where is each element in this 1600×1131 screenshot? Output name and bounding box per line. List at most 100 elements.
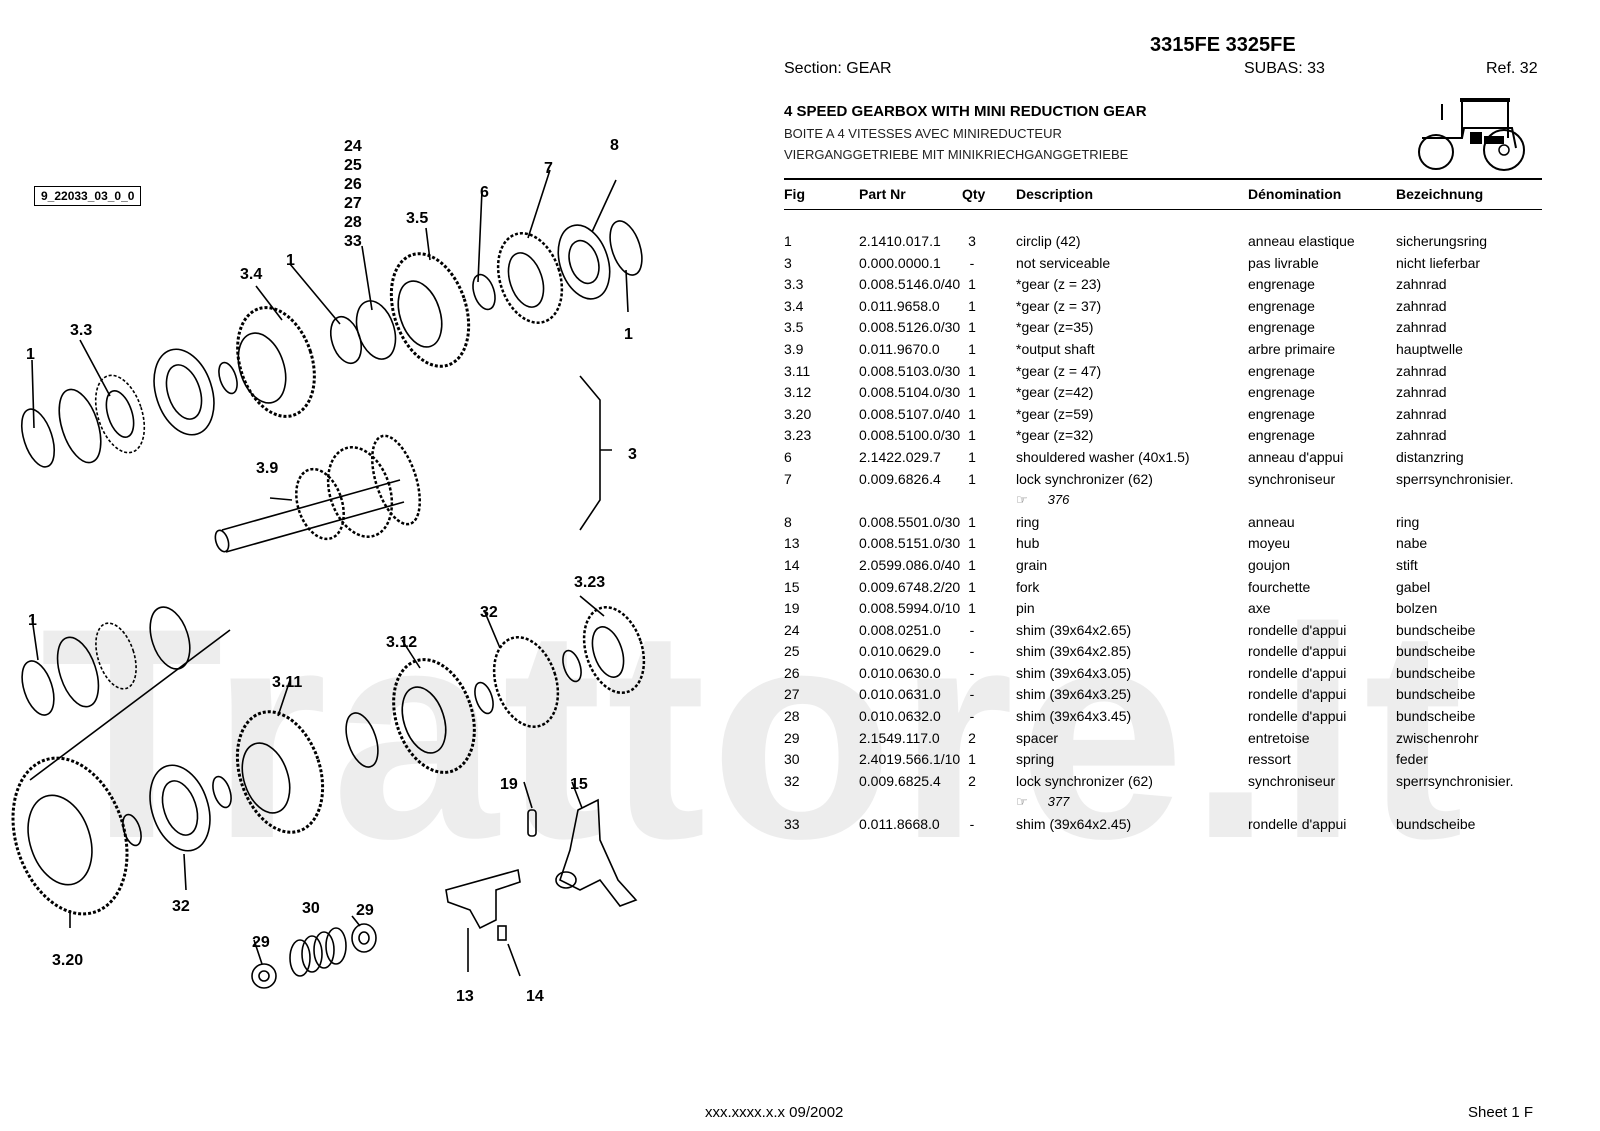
callout-15: 15 (570, 776, 588, 793)
cell-denomination: ressort (1248, 751, 1291, 768)
table-row-note: ☞ 377 (0, 794, 1600, 816)
cell-bezeichnung: zahnrad (1396, 362, 1447, 379)
callout-29-right: 29 (356, 902, 374, 919)
callout-19: 19 (500, 776, 518, 793)
cell-bezeichnung: zahnrad (1396, 427, 1447, 444)
cell-denomination: synchroniseur (1248, 470, 1336, 487)
cell-bezeichnung: distanzring (1396, 448, 1464, 465)
col-header-denomination: Dénomination (1248, 186, 1342, 202)
cell-bezeichnung: zahnrad (1396, 384, 1447, 401)
cell-bezeichnung: bundscheibe (1396, 643, 1476, 660)
cell-fig: 3 (784, 254, 792, 271)
cell-part-number: 0.008.5104.0/30 (859, 384, 961, 401)
cell-fig: 15 (784, 578, 800, 595)
cell-qty: 1 (968, 319, 976, 336)
cell-description: shim (39x64x2.85) (1016, 643, 1132, 660)
cell-bezeichnung: stift (1396, 556, 1418, 573)
cell-description: *gear (z = 23) (1016, 276, 1102, 293)
cell-qty: 1 (968, 751, 976, 768)
cell-fig: 33 (784, 816, 800, 833)
cell-qty: 1 (968, 340, 976, 357)
cell-fig: 28 (784, 708, 800, 725)
cell-bezeichnung: sperrsynchronisier. (1396, 470, 1514, 487)
cell-qty: 1 (968, 448, 976, 465)
cell-bezeichnung: nicht lieferbar (1396, 254, 1481, 271)
cell-qty: - (969, 621, 975, 638)
cell-bezeichnung: bundscheibe (1396, 708, 1476, 725)
cell-part-number: 0.009.6826.4 (859, 470, 941, 487)
cell-part-number: 2.4019.566.1/10 (859, 751, 961, 768)
callout-3-5: 3.5 (406, 210, 429, 227)
page-title-de: VIERGANGGETRIEBE MIT MINIKRIECHGANGGETRI… (784, 147, 1129, 162)
callout-33: 33 (344, 233, 362, 250)
cell-qty: 1 (968, 362, 976, 379)
cell-fig: 3.20 (784, 405, 812, 422)
cell-denomination: engrenage (1248, 319, 1315, 336)
callout-32-lower: 32 (172, 898, 190, 915)
cell-denomination: rondelle d'appui (1248, 686, 1347, 703)
cell-part-number: 0.008.5501.0/30 (859, 513, 961, 530)
cell-denomination: anneau d'appui (1248, 448, 1344, 465)
cell-fig: 3.4 (784, 297, 804, 314)
cell-bezeichnung: zwischenrohr (1396, 729, 1479, 746)
cell-denomination: rondelle d'appui (1248, 708, 1347, 725)
page-title-fr: BOITE A 4 VITESSES AVEC MINIREDUCTEUR (784, 126, 1062, 141)
cell-qty: 2 (968, 772, 976, 789)
cross-reference-number[interactable]: 377 (1047, 794, 1070, 810)
cell-denomination: rondelle d'appui (1248, 664, 1347, 681)
cell-fig: 30 (784, 751, 800, 768)
cell-qty: - (969, 708, 975, 725)
callout-3-23: 3.23 (574, 574, 606, 591)
tractor-icon (1418, 98, 1525, 171)
cell-denomination: fourchette (1248, 578, 1311, 595)
cell-denomination: engrenage (1248, 405, 1315, 422)
model-title: 3315FE 3325FE (1150, 34, 1296, 56)
cell-part-number: 0.008.5100.0/30 (859, 427, 961, 444)
cell-denomination: rondelle d'appui (1248, 816, 1347, 833)
cell-denomination: rondelle d'appui (1248, 643, 1347, 660)
cell-bezeichnung: bundscheibe (1396, 686, 1476, 703)
callout-3-3: 3.3 (70, 322, 93, 339)
cell-fig: 1 (784, 233, 792, 249)
diagram-id: 9_22033_03_0_0 (34, 186, 142, 206)
cell-fig: 19 (784, 600, 800, 617)
cell-description: shim (39x64x3.05) (1016, 664, 1132, 681)
cell-bezeichnung: nabe (1396, 535, 1428, 552)
cell-part-number: 0.008.5103.0/30 (859, 362, 961, 379)
cell-part-number: 0.011.9658.0 (859, 297, 940, 314)
cell-description: *gear (z=59) (1016, 405, 1094, 422)
cross-reference: ☞ 376 (1016, 492, 1069, 508)
cell-part-number: 2.1422.029.7 (859, 448, 941, 465)
cell-bezeichnung: bolzen (1396, 600, 1438, 617)
cell-fig: 13 (784, 535, 800, 552)
cell-part-number: 0.009.6748.2/20 (859, 578, 961, 595)
col-header-part: Part Nr (859, 186, 906, 202)
cell-fig: 7 (784, 470, 792, 487)
cell-denomination: engrenage (1248, 297, 1315, 314)
table-header-rule (784, 209, 1542, 210)
cell-part-number: 2.1410.017.1 (859, 233, 941, 249)
cell-qty: 1 (968, 405, 976, 422)
cell-fig: 26 (784, 664, 800, 681)
cell-qty: 2 (968, 729, 976, 746)
pointing-hand-icon: ☞ (1016, 794, 1028, 810)
cell-description: *gear (z=32) (1016, 427, 1094, 444)
cell-fig: 3.12 (784, 384, 812, 401)
callout-3-11: 3.11 (272, 674, 303, 691)
cell-bezeichnung: zahnrad (1396, 319, 1447, 336)
pointing-hand-icon: ☞ (1016, 492, 1028, 508)
cell-denomination: entretoise (1248, 729, 1310, 746)
cross-reference-number[interactable]: 376 (1047, 492, 1070, 508)
